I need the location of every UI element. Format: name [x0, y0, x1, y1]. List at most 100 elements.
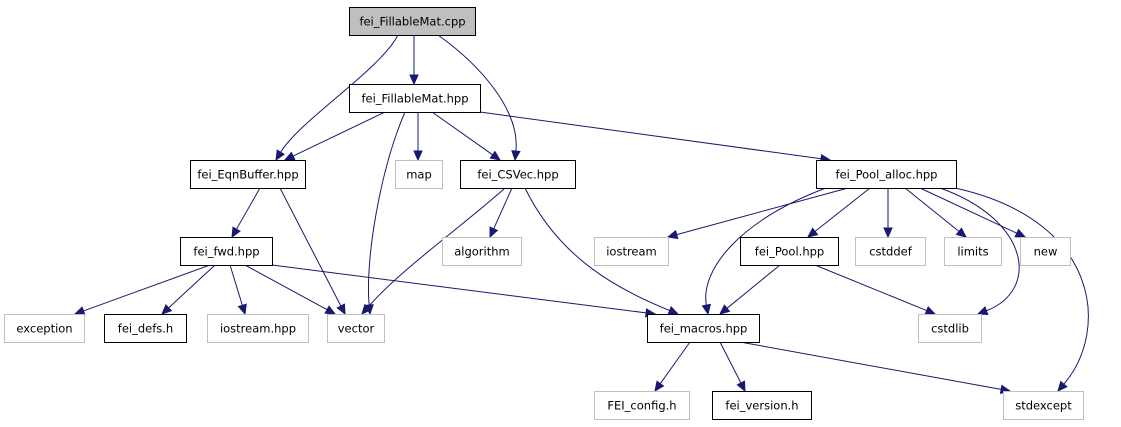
edge-fei-fwd-hpp-to-vector	[244, 264, 337, 315]
node-label: vector	[338, 322, 375, 336]
node-iostream-hpp: iostream.hpp	[207, 314, 309, 343]
edge-fei-csvec-hpp-to-algorithm	[489, 187, 513, 239]
node-box	[594, 391, 690, 420]
edge-fei-macros-hpp-to-fei-config-h	[654, 341, 691, 393]
arrowhead	[489, 226, 499, 239]
node-fei-eqnbuffer-hpp[interactable]: fei_EqnBuffer.hpp	[190, 160, 306, 189]
arrowhead	[666, 229, 679, 240]
node-label: exception	[16, 322, 72, 336]
node-fei-defs-h[interactable]: fei_defs.h	[104, 314, 187, 343]
arrowhead	[73, 306, 86, 316]
node-box	[944, 237, 1002, 266]
node-exception: exception	[4, 314, 85, 343]
node-limits: limits	[944, 237, 1002, 266]
edge-line	[705, 187, 827, 306]
edge-line	[739, 341, 1002, 390]
edge-line	[236, 187, 261, 230]
node-label: algorithm	[454, 245, 510, 259]
edge-fei-fwd-hpp-to-fei-defs-h	[161, 264, 216, 315]
node-box	[395, 160, 443, 189]
node-fei-pool-alloc-hpp[interactable]: fei_Pool_alloc.hpp	[816, 160, 957, 189]
edge-line	[280, 34, 399, 153]
edge-fei-fillablemat-hpp-to-map	[413, 112, 423, 162]
node-label: fei_FillableMat.hpp	[361, 92, 468, 106]
node-vector: vector	[327, 314, 385, 343]
node-label: fei_macros.hpp	[660, 322, 748, 336]
node-label: limits	[957, 245, 988, 259]
edge-fei-fillablemat-hpp-to-fei-pool-alloc-hpp	[479, 111, 832, 164]
node-label: cstdlib	[931, 322, 969, 336]
edge-fei-pool-hpp-to-cstdlib	[814, 264, 937, 315]
edge-line	[659, 341, 691, 384]
node-label: map	[406, 168, 432, 182]
node-fei-csvec-hpp[interactable]: fei_CSVec.hpp	[460, 160, 576, 189]
node-box	[460, 160, 576, 189]
node-fei-version-h[interactable]: fei_version.h	[712, 391, 812, 420]
edge-fei-fillablemat-cpp-to-fei-fillablemat-hpp	[409, 35, 419, 86]
edge-line	[368, 111, 406, 306]
edge-fei-fillablemat-hpp-to-fei-csvec-hpp	[431, 111, 502, 161]
edge-line	[676, 187, 849, 236]
edge-fei-pool-alloc-hpp-to-fei-pool-hpp	[807, 187, 871, 238]
edge-line	[271, 264, 647, 314]
node-box	[1020, 237, 1071, 266]
arrowhead	[489, 150, 502, 161]
node-box	[207, 314, 309, 343]
node-fei-pool-hpp[interactable]: fei_Pool.hpp	[740, 237, 839, 266]
edge-line	[726, 264, 781, 309]
node-label: cstddef	[869, 245, 912, 259]
arrowhead	[413, 150, 423, 162]
node-cstdlib: cstdlib	[918, 314, 982, 343]
edge-fei-macros-hpp-to-fei-version-h	[719, 341, 746, 393]
node-box	[816, 160, 957, 189]
arrowhead	[736, 380, 746, 393]
node-box	[712, 391, 812, 420]
arrowhead	[231, 226, 241, 239]
arrowhead	[1014, 228, 1027, 238]
nodes-layer: fei_FillableMat.cpp fei_FillableMat.hppfe…	[4, 7, 1084, 420]
node-label: fei_Pool.hpp	[755, 245, 824, 259]
arrowhead	[161, 304, 173, 315]
arrowhead	[1057, 380, 1068, 392]
node-fei-fwd-hpp[interactable]: fei_fwd.hpp	[180, 237, 273, 266]
node-box	[327, 314, 385, 343]
edge-line	[292, 111, 386, 157]
node-label: fei_FillableMat.cpp	[359, 15, 465, 29]
node-label: fei_Pool_alloc.hpp	[836, 168, 938, 182]
node-box	[104, 314, 187, 343]
edge-line	[954, 187, 1089, 385]
edge-fei-fwd-hpp-to-iostream-hpp	[229, 264, 247, 316]
arrowhead	[924, 305, 937, 315]
node-label: new	[1034, 245, 1058, 259]
node-box	[1003, 391, 1084, 420]
node-label: FEI_config.h	[607, 399, 676, 413]
edge-fei-eqnbuffer-hpp-to-vector	[279, 187, 346, 316]
edge-fei-eqnbuffer-hpp-to-fei-fwd-hpp	[231, 187, 261, 239]
node-fei-fillablemat-hpp[interactable]: fei_FillableMat.hpp	[349, 84, 481, 113]
edge-fei-pool-alloc-hpp-to-cstddef	[883, 188, 893, 239]
arrowhead	[275, 149, 285, 162]
edge-line	[279, 187, 342, 307]
node-box	[349, 7, 476, 36]
edge-fei-fillablemat-cpp-to-fei-csvec-hpp	[437, 34, 521, 162]
edge-line	[524, 187, 670, 312]
node-box	[740, 237, 839, 266]
node-label: stdexcept	[1015, 399, 1072, 413]
edge-fei-pool-alloc-hpp-to-fei-macros-hpp	[701, 187, 827, 316]
node-cstddef: cstddef	[855, 237, 926, 266]
edge-fei-macros-hpp-to-stdexcept	[739, 341, 1012, 394]
node-stdexcept: stdexcept	[1003, 391, 1084, 420]
edge-fei-fillablemat-hpp-to-fei-eqnbuffer-hpp	[283, 111, 386, 161]
node-fei-fillablemat-cpp[interactable]: fei_FillableMat.cpp	[349, 7, 476, 36]
arrowhead	[883, 227, 893, 239]
node-box	[855, 237, 926, 266]
arrowhead	[807, 227, 819, 238]
edge-fei-pool-hpp-to-fei-macros-hpp	[719, 264, 781, 315]
node-algorithm: algorithm	[442, 237, 522, 266]
edge-line	[904, 187, 960, 232]
edge-line	[814, 264, 927, 312]
node-map: map	[395, 160, 443, 189]
node-fei-macros-hpp[interactable]: fei_macros.hpp	[647, 314, 760, 343]
arrowhead	[511, 150, 521, 162]
